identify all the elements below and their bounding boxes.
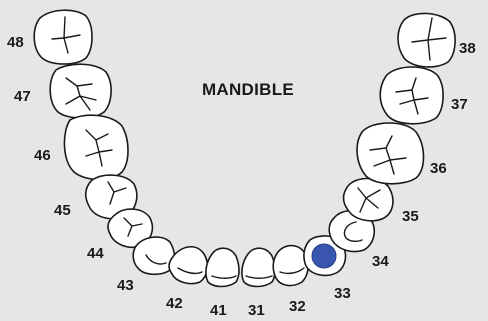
tooth-41[interactable]: [205, 247, 240, 288]
tooth-32-ridge: [279, 267, 305, 275]
tooth-35[interactable]: [342, 177, 394, 222]
tooth-46-outline: [63, 114, 129, 181]
tooth-number-47: 47: [14, 88, 31, 105]
tooth-32[interactable]: [272, 244, 309, 287]
tooth-43[interactable]: [132, 236, 176, 276]
tooth-42-ridge: [177, 267, 203, 275]
tooth-41-outline: [205, 247, 240, 288]
chart-title: MANDIBLE: [202, 80, 294, 99]
tooth-31[interactable]: [241, 247, 276, 288]
tooth-number-33: 33: [334, 285, 351, 302]
tooth-31-ridge: [245, 275, 273, 279]
tooth-43-ridge: [145, 254, 167, 265]
tooth-36-outline: [356, 122, 425, 185]
tooth-36-fissure: [369, 135, 407, 175]
tooth-number-34: 34: [372, 253, 389, 270]
tooth-46[interactable]: [63, 114, 129, 181]
tooth-47-fissure: [65, 77, 97, 111]
tooth-47[interactable]: [49, 63, 112, 119]
tooth-number-36: 36: [430, 160, 447, 177]
tooth-number-45: 45: [54, 202, 71, 219]
tooth-47-outline: [49, 63, 112, 119]
tooth-42[interactable]: [168, 246, 209, 285]
tooth-number-42: 42: [166, 295, 183, 312]
tooth-31-outline: [241, 247, 276, 288]
tooth-number-31: 31: [248, 302, 265, 319]
tooth-number-35: 35: [402, 208, 419, 225]
tooth-35-fissure: [357, 187, 381, 213]
tooth-42-outline: [168, 246, 209, 285]
tooth-48[interactable]: [33, 9, 93, 65]
tooth-number-41: 41: [210, 302, 227, 319]
tooth-45-fissure: [107, 181, 127, 205]
tooth-number-48: 48: [7, 34, 24, 51]
tooth-41-ridge: [211, 275, 237, 279]
tooth-34-fissure: [343, 221, 363, 243]
tooth-44-fissure: [123, 217, 143, 237]
tooth-38[interactable]: [397, 12, 456, 68]
tooth-43-outline: [132, 236, 176, 276]
tooth-32-outline: [272, 244, 309, 287]
tooth-38-fissure: [411, 17, 447, 61]
tooth-48-outline: [33, 9, 93, 65]
tooth-37-outline: [379, 66, 444, 125]
tooth-number-32: 32: [289, 298, 306, 315]
tooth-37-fissure: [395, 77, 429, 115]
tooth-36[interactable]: [356, 122, 425, 185]
selection-marker[interactable]: [311, 243, 337, 269]
tooth-48-fissure: [51, 16, 81, 54]
tooth-37[interactable]: [379, 66, 444, 125]
tooth-number-44: 44: [87, 245, 104, 262]
tooth-number-37: 37: [451, 96, 468, 113]
tooth-number-38: 38: [459, 40, 476, 57]
tooth-number-43: 43: [117, 277, 134, 294]
tooth-46-fissure: [85, 129, 113, 167]
tooth-number-46: 46: [34, 147, 51, 164]
